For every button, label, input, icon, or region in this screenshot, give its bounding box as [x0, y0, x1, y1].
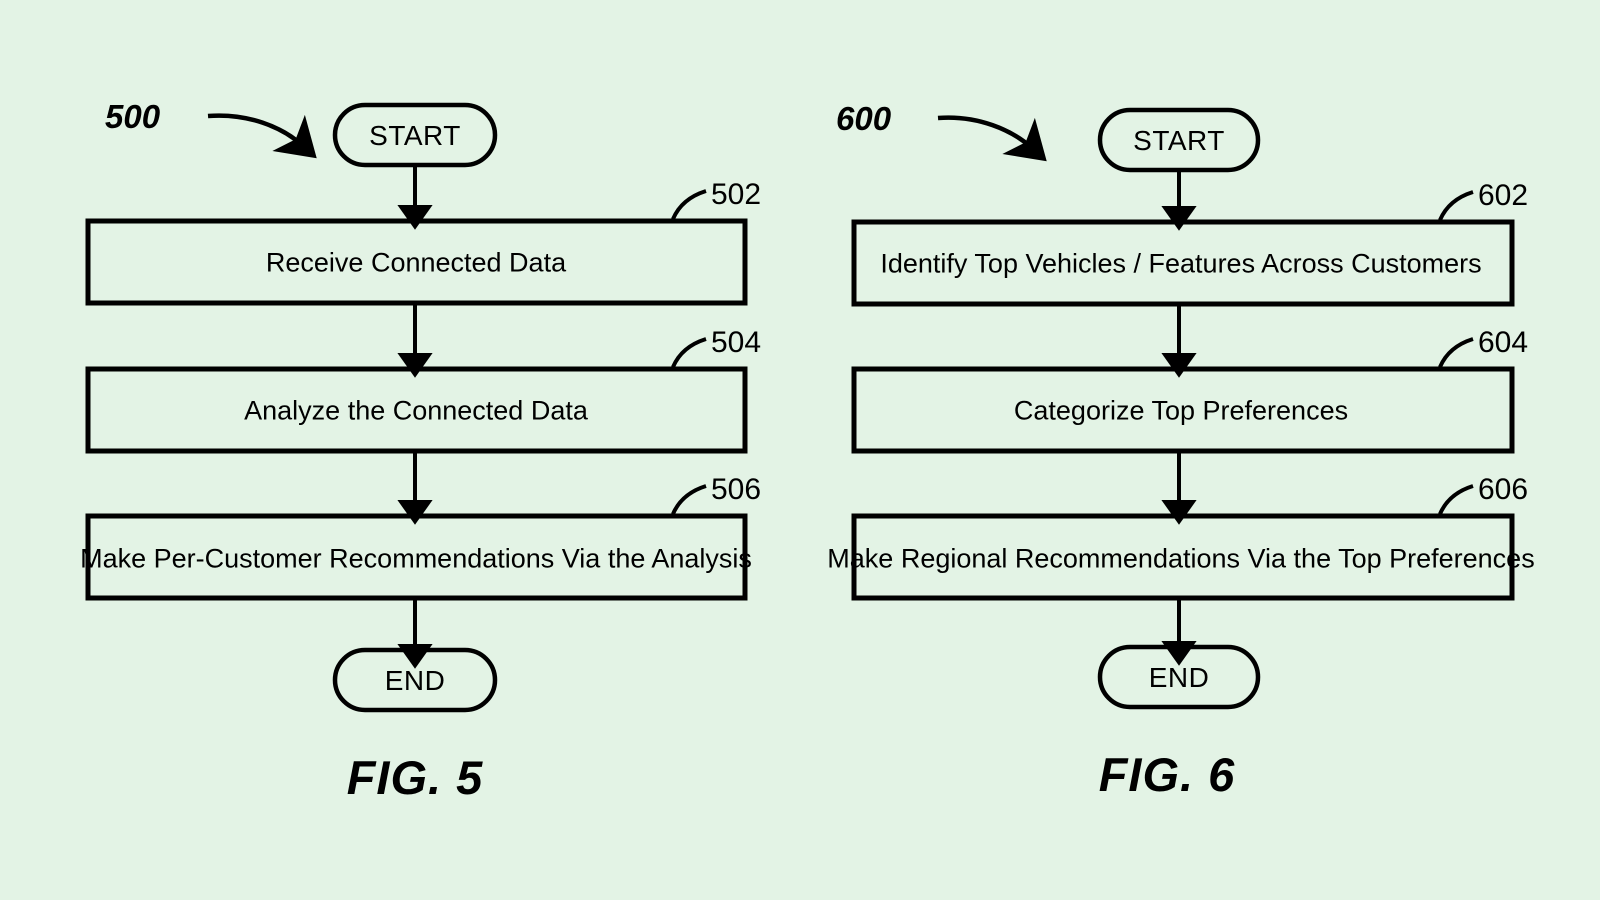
fig6-end-label: END — [1148, 662, 1210, 693]
fig5-ref-number-504: 504 — [711, 326, 762, 359]
fig6-caption: FIG. 6 — [1098, 748, 1236, 801]
fig5-flow-pointer-arrow — [207, 113, 317, 159]
fig5-ref-number-506: 506 — [711, 473, 762, 506]
fig5-end-terminal — [332, 647, 498, 713]
fig5-caption: FIG. 5 — [346, 751, 484, 804]
fig6-step-box-606 — [851, 513, 1515, 601]
fig5-leader-506 — [671, 484, 707, 515]
fig6-ref-number-602: 602 — [1478, 179, 1529, 212]
fig5-flow-number: 500 — [105, 98, 161, 135]
fig6-leader-606 — [1438, 484, 1474, 515]
fig5-step-label-506: Make Per-Customer Recommendations Via th… — [80, 543, 752, 574]
fig6-step-box-604 — [851, 366, 1515, 454]
fig5-ref-number-502: 502 — [711, 178, 762, 211]
fig6-end-terminal — [1097, 644, 1261, 710]
fig5-start-label: START — [369, 120, 461, 151]
fig5-leader-502 — [671, 189, 707, 220]
fig6-flow-pointer-arrow — [937, 115, 1047, 162]
fig6-ref-number-604: 604 — [1478, 326, 1529, 359]
fig6-flow-number: 600 — [836, 100, 892, 137]
fig5-step-label-502: Receive Connected Data — [265, 247, 567, 278]
fig5-end-label: END — [384, 665, 446, 696]
fig6-leader-604 — [1438, 337, 1474, 368]
fig5-leader-504 — [671, 337, 707, 368]
figure-5-group — [85, 102, 748, 713]
fig6-step-label-604: Categorize Top Preferences — [1013, 395, 1349, 426]
figure-6-group — [851, 107, 1515, 710]
fig6-step-box-602 — [851, 219, 1515, 307]
fig6-leader-602 — [1438, 190, 1474, 221]
fig6-ref-number-606: 606 — [1478, 473, 1529, 506]
fig6-step-label-602: Identify Top Vehicles / Features Across … — [880, 248, 1482, 279]
fig6-step-label-606: Make Regional Recommendations Via the To… — [827, 543, 1535, 574]
fig6-start-label: START — [1133, 125, 1225, 156]
fig5-step-label-504: Analyze the Connected Data — [244, 395, 588, 426]
